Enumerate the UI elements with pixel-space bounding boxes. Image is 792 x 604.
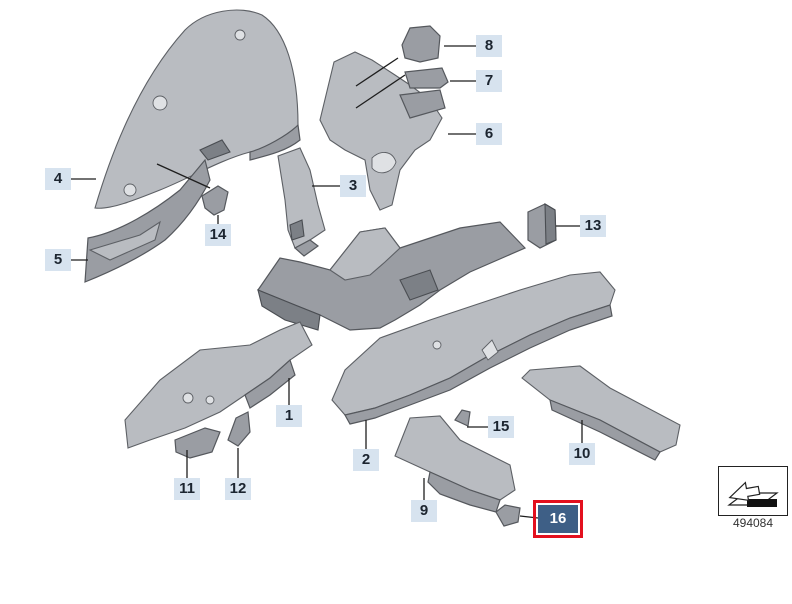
part-14-bracket [201, 185, 229, 216]
part-2-longitudinal-right [331, 271, 616, 425]
callout-6: 6 [476, 123, 502, 145]
callout-16-highlighted[interactable]: 16 [533, 500, 583, 538]
callout-9: 9 [411, 500, 437, 522]
part-5-heat-shield [84, 158, 211, 283]
callout-10: 10 [569, 443, 595, 465]
part-6-firewall-brace [319, 51, 446, 211]
part-frame-crossmember [257, 221, 527, 331]
reference-number: 494084 [732, 516, 774, 530]
reference-symbol [718, 466, 788, 516]
callout-4: 4 [45, 168, 71, 190]
callout-7: 7 [476, 70, 502, 92]
part-12-bracket [227, 411, 251, 447]
part-13-bracket [527, 203, 557, 249]
callout-2: 2 [353, 449, 379, 471]
part-1-longitudinal-left [124, 321, 313, 449]
part-3-pillar-bracket [277, 147, 326, 257]
part-8-bracket [401, 25, 441, 63]
part-10-rail [521, 365, 681, 461]
part-7-bracket [404, 67, 449, 89]
callout-13: 13 [580, 215, 606, 237]
callout-1: 1 [276, 405, 302, 427]
callout-5: 5 [45, 249, 71, 271]
callout-8: 8 [476, 35, 502, 57]
callout-14: 14 [205, 224, 231, 246]
part-16-clip [495, 504, 521, 527]
callout-3: 3 [340, 175, 366, 197]
callout-12: 12 [225, 478, 251, 500]
callout-15: 15 [488, 416, 514, 438]
callout-11: 11 [174, 478, 200, 500]
leader-lines [71, 45, 583, 519]
part-4-wheel-arch [94, 9, 301, 209]
arrow-icon [727, 481, 779, 507]
part-15-clip [454, 409, 471, 427]
part-11-bracket [174, 427, 221, 459]
part-9-tray [394, 415, 516, 513]
